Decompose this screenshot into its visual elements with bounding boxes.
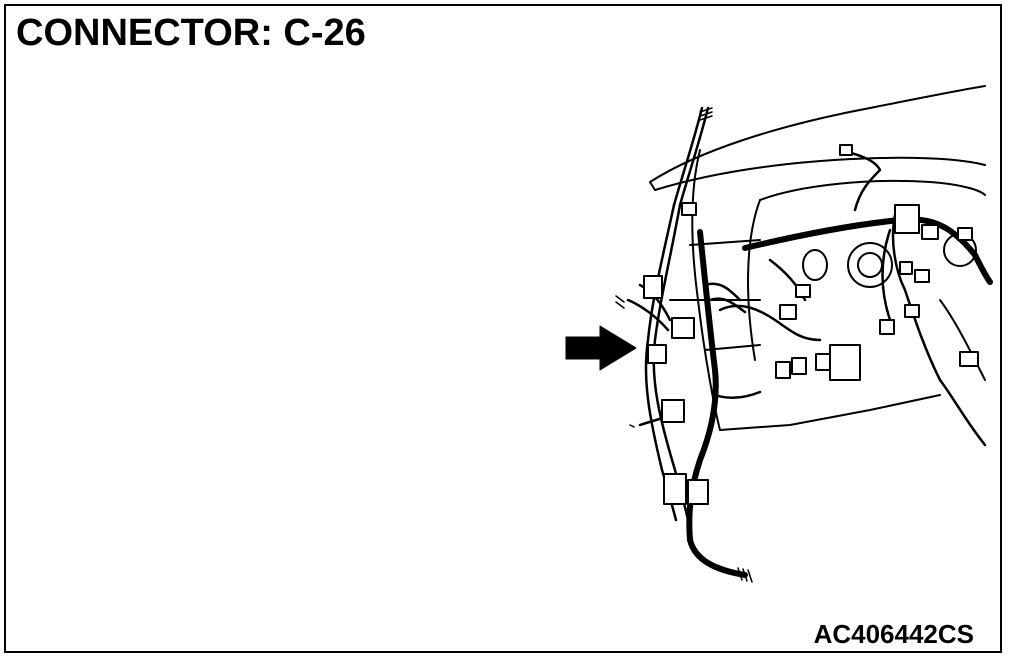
page-title: CONNECTOR: C-26 <box>16 12 366 54</box>
diagram-frame <box>4 4 1002 653</box>
connector-pointer-arrow <box>565 325 637 371</box>
figure-id: AC406442CS <box>813 619 974 649</box>
wire-cut-ends <box>615 107 753 583</box>
main-harness <box>686 216 993 578</box>
branch-wires <box>626 106 987 522</box>
harness-connectors <box>643 144 979 505</box>
